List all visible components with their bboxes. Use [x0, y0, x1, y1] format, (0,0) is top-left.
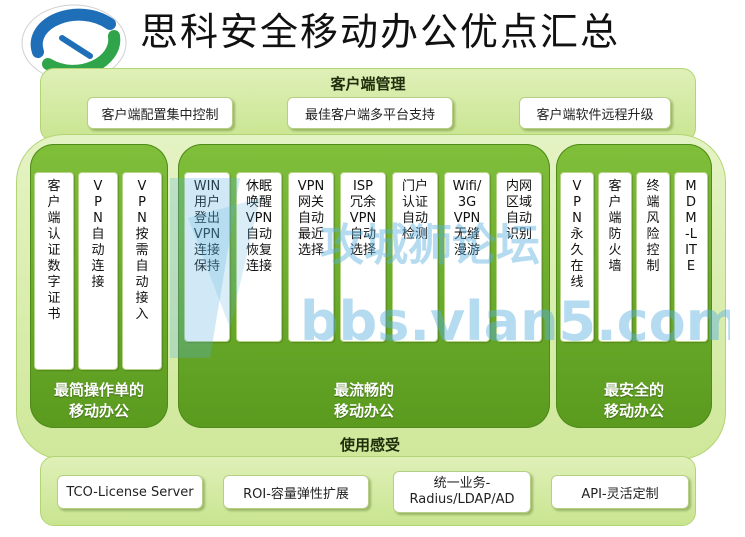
- card-vpn-auto-connect: VPN自动连接: [78, 172, 118, 370]
- card-mdm-lite: MDM-LITE: [674, 172, 708, 342]
- card-win-logout-keep: WIN用户登出VPN连接保持: [184, 172, 230, 342]
- card-client-cert: 客户端认证数字证书: [34, 172, 74, 370]
- card-vpn-always-on: VPN永久在线: [560, 172, 594, 342]
- card-sleep-wake-reconnect: 休眠唤醒VPN自动恢复连接: [236, 172, 282, 342]
- bottom-benefits-panel: TCO-License Server ROI-容量弹性扩展 统一业务- Radi…: [40, 456, 696, 526]
- page-title: 思科安全移动办公优点汇总: [140, 10, 621, 54]
- card-client-firewall: 客户端防火墙: [598, 172, 632, 342]
- client-management-heading: 客户端管理: [330, 75, 406, 93]
- client-management-panel: 客户端管理 客户端配置集中控制 最佳客户端多平台支持 客户端软件远程升级: [40, 68, 696, 142]
- group-smoothest: WIN用户登出VPN连接保持 休眠唤醒VPN自动恢复连接 VPN网关自动最近选择…: [178, 144, 550, 428]
- multi-platform-client-support: 最佳客户端多平台支持: [287, 97, 453, 129]
- group-safest-label: 最安全的 移动办公: [603, 381, 664, 420]
- group-simplest: 客户端认证数字证书 VPN自动连接 VPN按需自动接入 最简操作单的 移动办公: [30, 144, 168, 428]
- api-customization: API-灵活定制: [551, 475, 689, 509]
- card-intranet-detect: 内网区域自动识别: [496, 172, 542, 342]
- client-software-remote-upgrade: 客户端软件远程升级: [519, 97, 671, 129]
- card-vpn-on-demand: VPN按需自动接入: [122, 172, 162, 370]
- roi-capacity-expansion: ROI-容量弹性扩展: [223, 475, 369, 509]
- card-portal-auth-detect: 门户认证自动检测: [392, 172, 438, 342]
- tco-license-server: TCO-License Server: [57, 475, 203, 509]
- client-config-central-control: 客户端配置集中控制: [87, 97, 233, 129]
- unified-auth-radius-ldap-ad: 统一业务- Radius/LDAP/AD: [393, 471, 531, 513]
- card-isp-redundancy: ISP冗余VPN自动选择: [340, 172, 386, 342]
- card-seamless-roaming: Wifi/3G VPN无缝漫游: [444, 172, 490, 342]
- card-endpoint-risk-control: 终端风险控制: [636, 172, 670, 342]
- group-safest: VPN永久在线 客户端防火墙 终端风险控制 MDM-LITE 最安全的 移动办公: [556, 144, 712, 428]
- user-experience-heading: 使用感受: [339, 436, 400, 454]
- group-smoothest-label: 最流畅的 移动办公: [333, 381, 394, 420]
- group-simplest-label: 最简操作单的 移动办公: [53, 381, 144, 420]
- card-nearest-gateway: VPN网关自动最近选择: [288, 172, 334, 342]
